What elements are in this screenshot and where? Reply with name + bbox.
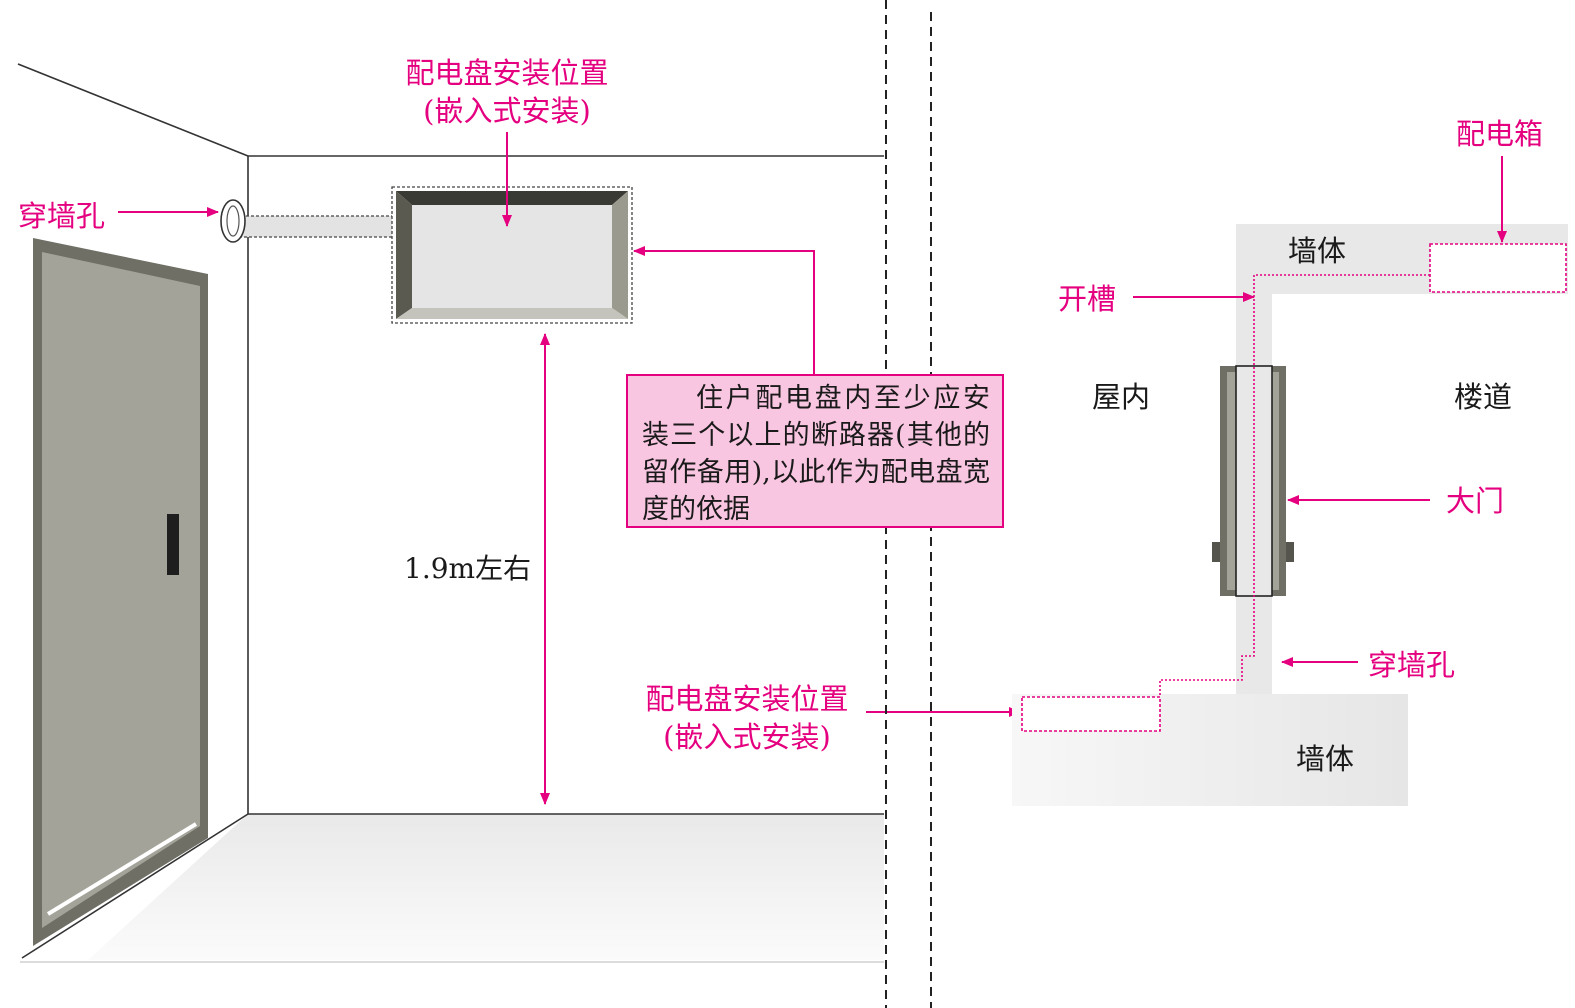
groove-label: 开槽 bbox=[1058, 282, 1117, 316]
distribution-box bbox=[1429, 243, 1567, 293]
left-annotations bbox=[118, 132, 1021, 805]
wall-bottom-label: 墙体 bbox=[1296, 742, 1355, 776]
panel-position-sub: (嵌入式安装) bbox=[423, 94, 591, 128]
right-panel-position-label: 配电盘安装位置 bbox=[645, 682, 849, 716]
door-handle-right bbox=[1286, 542, 1294, 562]
floor bbox=[88, 814, 884, 960]
groove-route bbox=[1159, 274, 1430, 697]
right-panel-position-sub: (嵌入式安装) bbox=[663, 720, 831, 754]
arrow-note-to-panel bbox=[633, 246, 815, 374]
wall-top-label: 墙体 bbox=[1288, 234, 1347, 268]
door-handle-left bbox=[1212, 542, 1220, 562]
note-text: 住户配电盘内至少应安装三个以上的断路器(其他的留作备用),以此作为配电盘宽度的依… bbox=[642, 383, 990, 525]
door-plan bbox=[1212, 365, 1294, 597]
conduit bbox=[235, 215, 397, 238]
distribution-panel-recess bbox=[391, 186, 633, 324]
right-annotations bbox=[1133, 156, 1507, 667]
indoor-label: 屋内 bbox=[1092, 380, 1151, 414]
note-box: 住户配电盘内至少应安装三个以上的断路器(其他的留作备用),以此作为配电盘宽度的依… bbox=[626, 374, 1004, 528]
floor-edge-left bbox=[21, 813, 249, 959]
wall-hole-label: 穿墙孔 bbox=[18, 199, 106, 233]
ceiling-edge-left bbox=[17, 63, 249, 157]
panel-position-plan bbox=[1021, 696, 1161, 732]
door-label: 大门 bbox=[1446, 484, 1505, 518]
door-handle bbox=[167, 514, 179, 575]
panel-position-label: 配电盘安装位置 bbox=[405, 56, 609, 90]
door bbox=[33, 238, 208, 946]
corridor-label: 楼道 bbox=[1454, 380, 1513, 414]
height-label: 1.9m左右 bbox=[404, 552, 532, 585]
floor-plan bbox=[1012, 224, 1568, 806]
distribution-box-label: 配电箱 bbox=[1456, 117, 1544, 151]
right-wall-hole-label: 穿墙孔 bbox=[1368, 648, 1456, 682]
room-perspective bbox=[17, 62, 884, 963]
